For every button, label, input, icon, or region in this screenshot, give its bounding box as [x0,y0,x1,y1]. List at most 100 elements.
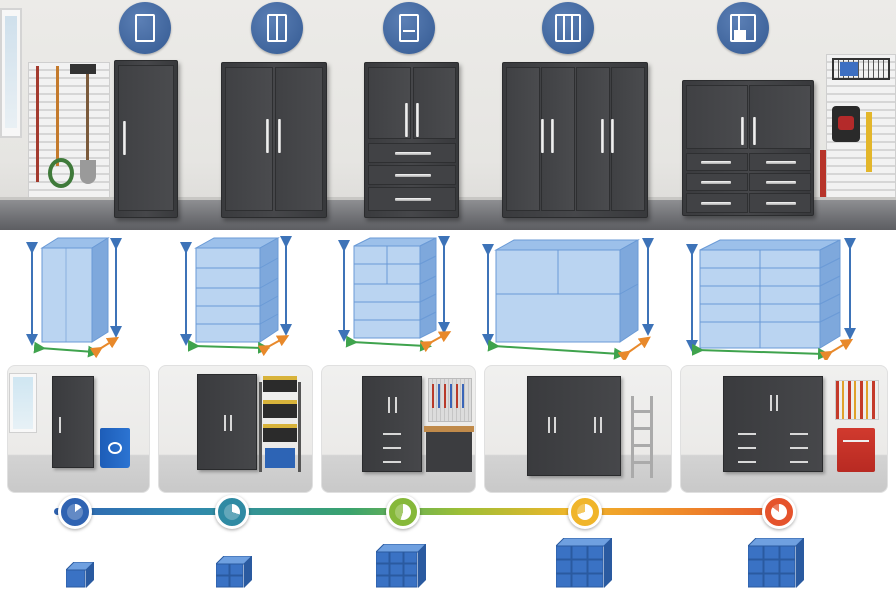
blue-tote-icon [265,448,295,468]
broom-icon [70,64,96,74]
cube-stack-top [556,538,612,547]
shovel-blade-icon [80,160,96,184]
garage-window [0,8,22,138]
cabinet-with-drawers-icon [717,2,769,54]
cube-stack-side [796,538,804,588]
mini-cabinet-single [52,376,94,468]
capacity-timeline [54,508,792,515]
cube-stack-side [244,556,252,588]
storage-cube [376,551,390,564]
cube-stack-side [418,544,426,588]
garden-hose-icon [48,158,74,188]
tool-wall-icon [835,380,879,420]
storage-cube [556,545,572,560]
progress-pie-icon [395,504,411,520]
storage-cube [571,559,588,574]
red-tool-chest-icon [837,428,875,472]
scene-card-1 [7,365,150,493]
storage-cube [376,575,390,588]
progress-pie-icon [224,504,240,520]
storage-cube [779,573,796,588]
yellow-tote-icon [263,424,297,442]
storage-cube [389,575,404,588]
progress-pie-icon [771,504,787,520]
storage-cube [748,573,764,588]
storage-cube [403,551,418,564]
storage-cube [587,573,604,588]
storage-cube [587,545,604,560]
storage-cube [763,573,780,588]
storage-cube [763,545,780,560]
storage-cube-stack-4 [556,538,612,588]
rake-icon [36,66,39,182]
cube-stack-top [748,538,804,547]
double-door-cabinet-icon [251,2,303,54]
storage-cube [556,559,572,574]
red-cord-icon [820,150,826,206]
blue-bin-icon [840,62,858,76]
cube-stack-side [86,562,94,588]
storage-cube [779,559,796,574]
storage-cube [587,559,604,574]
scene-card-4 [484,365,672,493]
mini-cabinet-wide-drawers [723,376,823,472]
storage-cube [748,545,764,560]
storage-cube [779,545,796,560]
dimension-box-1 [22,234,132,360]
yellow-tool-icon [866,112,872,172]
window-icon [10,374,36,432]
storage-cube [229,575,244,588]
timeline-node-2 [215,495,249,529]
storage-cube [571,573,588,588]
scene-card-2 [158,365,313,493]
dimension-box-4 [480,234,660,360]
mini-cabinet-wide [527,376,621,476]
storage-cube [403,563,418,576]
scene-card-3 [321,365,476,493]
timeline-node-5 [762,495,796,529]
storage-cube [403,575,418,588]
cabinet-double-door [221,62,327,218]
metal-shelf-icon [259,382,301,472]
dimension-box-5 [684,234,864,360]
progress-pie-icon [67,504,83,520]
timeline-node-4 [568,495,602,529]
hoe-icon [56,66,59,166]
storage-cube [389,551,404,564]
storage-cube [571,545,588,560]
single-door-cabinet-icon [119,2,171,54]
cube-stack-top [376,544,426,553]
hanging-bag-accent-icon [838,116,854,130]
storage-cube [66,569,86,588]
mini-cabinet-double [197,374,257,470]
timeline-node-3 [386,495,420,529]
cube-stack-side [604,538,612,588]
cabinet-single-door [114,60,178,218]
storage-cube [229,563,244,576]
storage-cube-stack-2 [216,556,252,588]
storage-cube-stack-1 [66,562,94,588]
scene-card-5 [680,365,888,493]
step-ladder-icon [631,396,653,478]
storage-cube [389,563,404,576]
cube-stack-top [216,556,252,565]
cabinet-doors-and-drawers [364,62,459,218]
door-and-drawer-cabinet-icon [383,2,435,54]
storage-cube-stack-5 [748,538,804,588]
cube-stack-top [66,562,94,571]
recycle-symbol-icon [108,442,122,454]
storage-cube [763,559,780,574]
yellow-tote-icon [263,376,297,392]
tool-chest-handle-icon [843,440,869,442]
dimension-box-3 [334,234,460,360]
storage-cube [216,563,230,576]
storage-cube [376,563,390,576]
workbench-drawers-icon [426,432,472,472]
storage-cube [748,559,764,574]
cabinet-wide-with-drawers [682,80,814,216]
storage-cube [216,575,230,588]
mini-cabinet-doors-drawers [362,376,422,472]
cabinet-wide-four-door [502,62,648,218]
dimension-box-2 [178,234,298,360]
timeline-node-1 [58,495,92,529]
